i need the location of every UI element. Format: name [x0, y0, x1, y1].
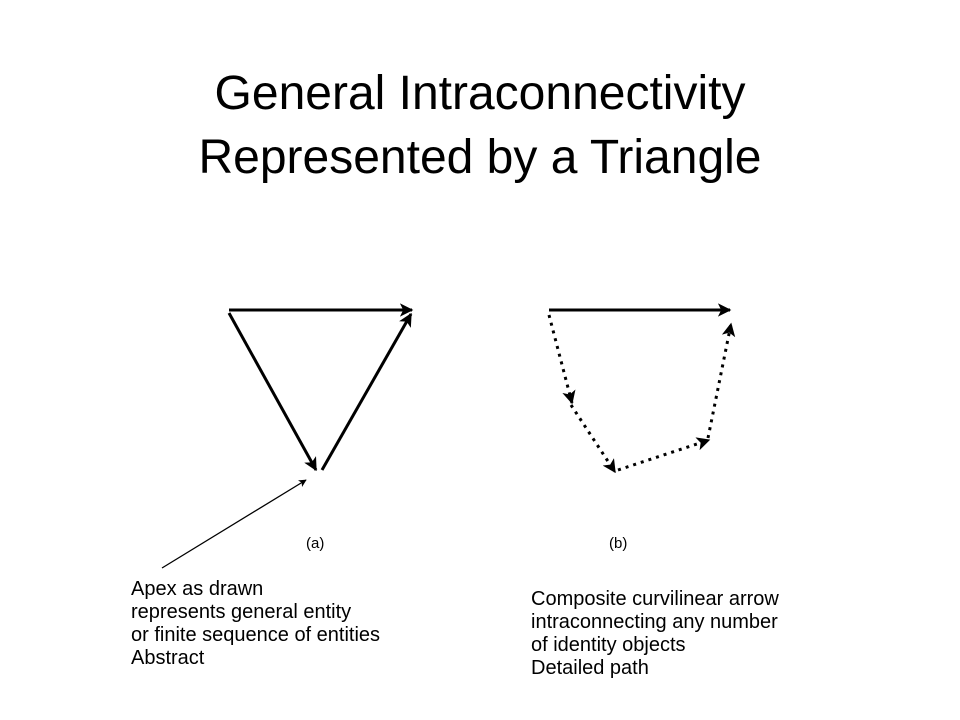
right-arrow-a [320, 312, 413, 471]
dotted-segment-3 [617, 437, 711, 472]
caption-a-line-1: Apex as drawn [131, 578, 264, 600]
caption-b-line-4: Detailed path [531, 657, 649, 679]
caption-a-line-3: or finite sequence of entities [131, 624, 381, 646]
left-arrow-a [227, 312, 318, 472]
title-line-2: Represented by a Triangle [198, 131, 762, 184]
caption-b-line-3: of identity objects [531, 634, 686, 656]
apex-pointer-arrow [161, 479, 307, 569]
caption-a: Apex as drawn represents general entity … [131, 578, 380, 670]
label-a: (a) [306, 535, 324, 552]
caption-b-line-1: Composite curvilinear arrow [531, 588, 779, 610]
caption-b-line-2: intraconnecting any number [531, 611, 778, 633]
dotted-segment-1 [547, 314, 576, 405]
caption-a-line-4: Abstract [131, 647, 205, 669]
diagram-b: (b) [547, 303, 736, 552]
label-b: (b) [609, 535, 627, 552]
diagram-a: (a) [227, 303, 414, 552]
slide-title: General Intraconnectivity Represented by… [0, 62, 960, 190]
caption-a-line-2: represents general entity [131, 601, 352, 623]
caption-b: Composite curvilinear arrow intraconnect… [531, 588, 779, 680]
dotted-segment-4 [706, 322, 736, 439]
dotted-segment-2 [569, 404, 617, 474]
title-line-1: General Intraconnectivity [214, 67, 746, 120]
